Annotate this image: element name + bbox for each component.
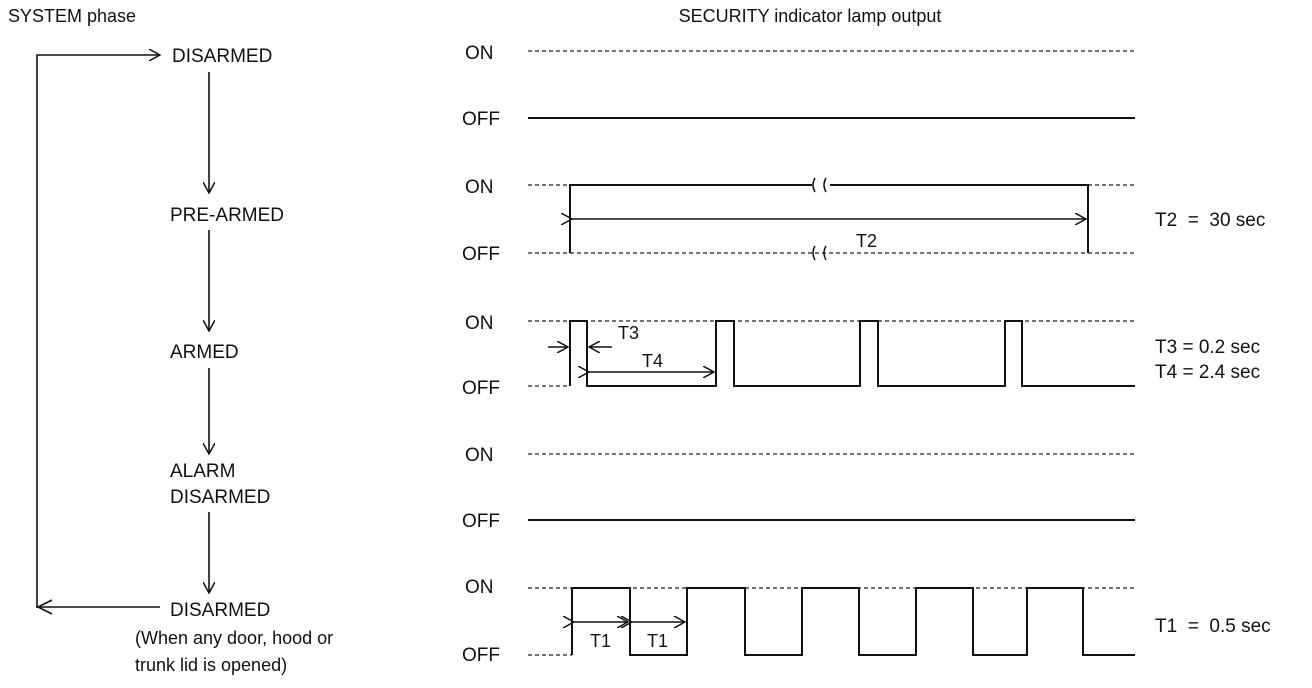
lamp-output-header: SECURITY indicator lamp output	[679, 6, 942, 26]
t4-label: T4	[642, 351, 663, 371]
level-off-prearmed: OFF	[462, 244, 500, 265]
t2-label: T2	[856, 231, 877, 251]
timing-arrows	[548, 219, 1086, 622]
level-off-disarmed-door: OFF	[462, 645, 500, 666]
phase-alarm-disarmed-label-line1: ALARM	[170, 461, 235, 482]
waveform-armed	[569, 320, 1135, 387]
system-phase-header: SYSTEM phase	[8, 6, 136, 26]
break-mark-off-right	[823, 245, 827, 261]
level-off-armed: OFF	[462, 378, 500, 399]
t3-label: T3	[618, 323, 639, 343]
t2-equation: T2 = 30 sec	[1155, 210, 1265, 231]
level-on-prearmed: ON	[465, 177, 494, 198]
phase-disarmed-door-note-line2: trunk lid is opened)	[135, 655, 287, 675]
phase-armed-label: ARMED	[170, 342, 239, 363]
arrow-return-loop-left-head	[36, 599, 53, 615]
phase-flow-arrows	[36, 55, 209, 608]
t1-equation: T1 = 0.5 sec	[1155, 616, 1271, 637]
t3-equation: T3 = 0.2 sec	[1155, 337, 1260, 358]
t1-label-first: T1	[590, 631, 611, 651]
reference-dashed-lines	[528, 50, 1135, 656]
waveform-disarmed-door	[571, 587, 1135, 656]
level-on-disarmed: ON	[465, 43, 494, 64]
break-mark-on-left	[812, 177, 816, 193]
timing-labels: T2 T3 T4 T1 T1	[590, 231, 877, 651]
level-labels: ON OFF ON OFF ON OFF ON OFF ON OFF	[462, 43, 500, 666]
phase-pre-armed-label: PRE-ARMED	[170, 205, 284, 226]
break-marks	[812, 177, 827, 261]
waveforms	[528, 117, 1135, 656]
level-off-alarm-disarmed: OFF	[462, 511, 500, 532]
timing-equations: T2 = 30 sec T3 = 0.2 sec T4 = 2.4 sec T1…	[1155, 210, 1271, 637]
t1-label-second: T1	[647, 631, 668, 651]
level-on-alarm-disarmed: ON	[465, 445, 494, 466]
waveform-prearmed	[569, 184, 1089, 253]
break-mark-off-left	[812, 245, 816, 261]
level-on-armed: ON	[465, 313, 494, 334]
t4-equation: T4 = 2.4 sec	[1155, 362, 1260, 383]
phase-disarmed-label: DISARMED	[172, 46, 272, 67]
phase-disarmed-door-label-line1: DISARMED	[170, 600, 270, 621]
phase-alarm-disarmed-label-line2: DISARMED	[170, 487, 270, 508]
phase-disarmed-door-note-line1: (When any door, hood or	[135, 628, 333, 648]
level-on-disarmed-door: ON	[465, 577, 494, 598]
level-off-disarmed: OFF	[462, 109, 500, 130]
break-mark-on-right	[823, 177, 827, 193]
arrow-return-loop	[36, 55, 160, 608]
